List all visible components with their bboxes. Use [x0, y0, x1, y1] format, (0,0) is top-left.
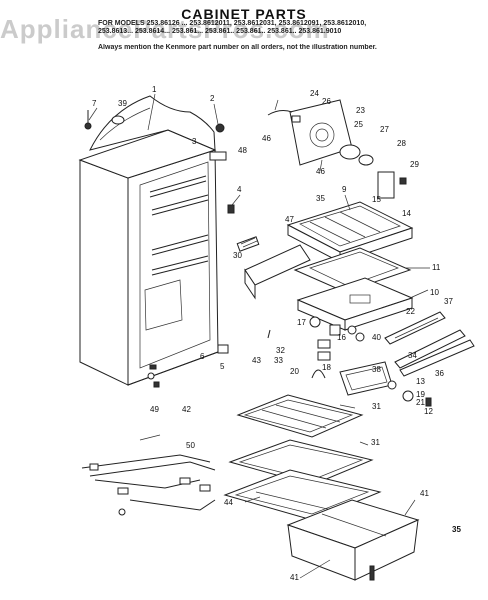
callout-34: 34: [408, 351, 417, 360]
callout-1: 1: [152, 85, 157, 94]
watermark: AppliancePartsPros.com: [0, 14, 330, 44]
callout-14: 14: [402, 209, 411, 218]
callout-31a: 31: [372, 402, 381, 411]
page-title: CABINET PARTS: [181, 6, 307, 22]
callout-39: 39: [118, 99, 127, 108]
control-housing: [296, 277, 414, 331]
callout-26: 26: [322, 97, 331, 106]
callout-33: 33: [274, 356, 283, 365]
screw-parts: [84, 110, 235, 388]
callout-20: 20: [290, 367, 299, 376]
callout-18: 18: [322, 363, 331, 372]
crisper-drawer: [286, 499, 420, 581]
callout-17: 17: [297, 318, 306, 327]
callout-27: 27: [380, 125, 389, 134]
callout-31b: 31: [371, 438, 380, 447]
callout-32: 32: [276, 346, 285, 355]
callout-42: 42: [182, 405, 191, 414]
callout-47: 47: [285, 215, 294, 224]
callout-3: 3: [192, 137, 197, 146]
callout-28: 28: [397, 139, 406, 148]
callout-36: 36: [435, 369, 444, 378]
callout-49: 49: [150, 405, 159, 414]
callout-43: 43: [252, 356, 261, 365]
callout-7: 7: [92, 99, 97, 108]
callout-38: 38: [372, 365, 381, 374]
callout-46a: 46: [262, 134, 271, 143]
thermostat-components: [267, 316, 432, 407]
callout-9: 9: [342, 185, 347, 194]
model-list-line-2: 253.8613... 253.8614... 253.861... 253.8…: [98, 28, 342, 35]
order-notice: Always mention the Kenmore part number o…: [98, 44, 377, 51]
callout-23: 23: [356, 106, 365, 115]
callout-12: 12: [424, 407, 433, 416]
page-number: 35: [452, 525, 461, 534]
callout-labels: 1 2 3 4 5 6 7 9 10 11 12 13 14 15 16 17 …: [92, 85, 453, 582]
mullion-rail: [236, 236, 311, 300]
callout-19: 19: [416, 390, 425, 399]
callout-24: 24: [310, 89, 319, 98]
callout-6: 6: [200, 352, 205, 361]
drawer-rails: [384, 311, 475, 377]
freezer-shelf-assembly: [286, 201, 414, 293]
model-list: FOR MODELS 253.86126 ... 253.8612011, 25…: [98, 20, 478, 36]
callout-leaders: [88, 93, 430, 579]
callout-2: 2: [210, 94, 215, 103]
air-damper-panel: [267, 99, 407, 199]
cabinet-shell: [78, 95, 219, 386]
callout-41b: 41: [290, 573, 299, 582]
callout-5: 5: [220, 362, 225, 371]
callout-40: 40: [372, 333, 381, 342]
callout-25: 25: [354, 120, 363, 129]
callout-48: 48: [238, 146, 247, 155]
wiring-harness: [81, 434, 216, 516]
callout-22: 22: [406, 307, 415, 316]
callout-10: 10: [430, 288, 439, 297]
callout-16: 16: [337, 333, 346, 342]
callout-50: 50: [186, 441, 195, 450]
callout-21: 21: [416, 398, 425, 407]
callout-13: 13: [416, 377, 425, 386]
callout-35: 35: [316, 194, 325, 203]
callout-41a: 41: [420, 489, 429, 498]
callout-37: 37: [444, 297, 453, 306]
callout-4: 4: [237, 185, 242, 194]
callout-15: 15: [372, 195, 381, 204]
model-list-line-1: FOR MODELS 253.86126 ... 253.8612011, 25…: [98, 20, 367, 27]
callout-29: 29: [410, 160, 419, 169]
callout-46b: 46: [316, 167, 325, 176]
callout-30: 30: [233, 251, 242, 260]
callout-44: 44: [224, 498, 233, 507]
callout-11: 11: [432, 263, 441, 272]
